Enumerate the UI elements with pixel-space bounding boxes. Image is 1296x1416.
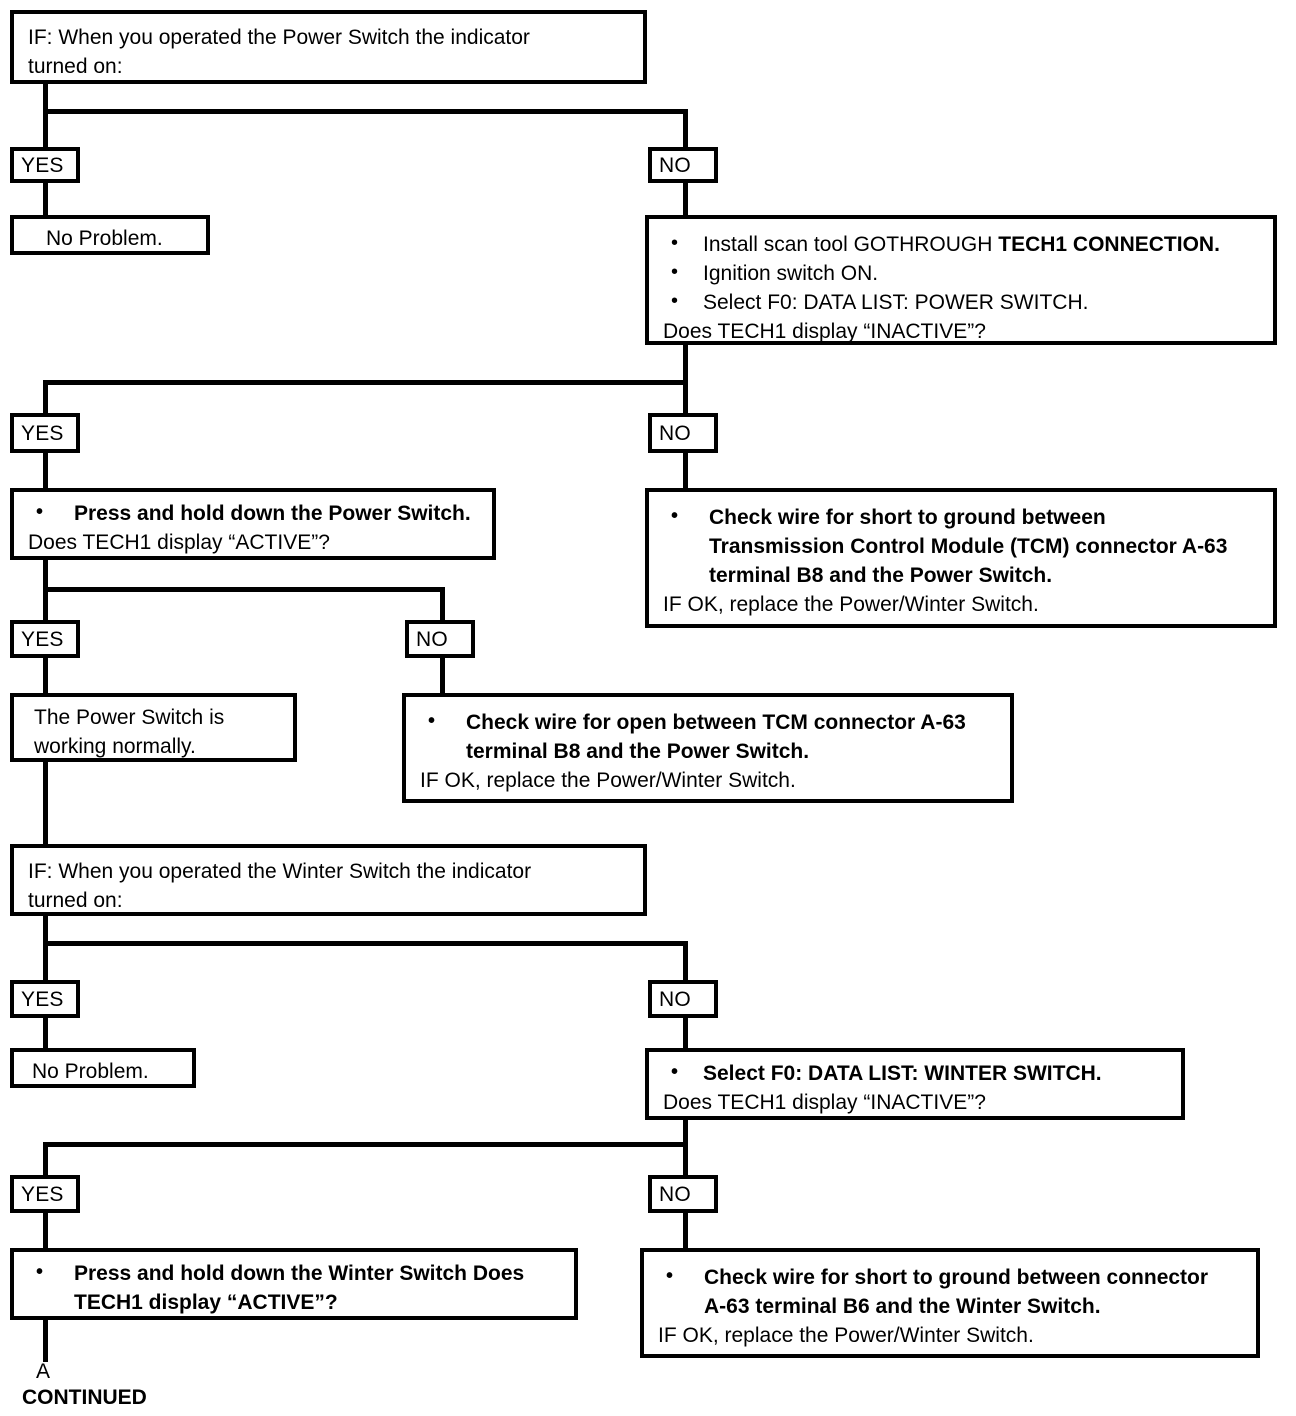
label-q5-no: NO [648, 1175, 718, 1213]
connector-q5-no-drop [683, 1142, 688, 1175]
short-winter-bullet-1: Check wire for short to ground between c… [658, 1263, 1244, 1293]
node-check-short-ground-power: Check wire for short to ground between T… [645, 488, 1277, 628]
press-power-bullet: Press and hold down the Power Switch. [28, 499, 480, 529]
label-q4-no-text: NO [659, 987, 691, 1011]
tech1-question: Does TECH1 display “INACTIVE”? [663, 319, 986, 343]
label-q3-yes-text: YES [21, 627, 64, 651]
node-question-winter-indicator: IF: When you operated the Winter Switch … [10, 844, 647, 916]
connector-q4-bus [43, 941, 688, 946]
label-q5-yes-text: YES [21, 1182, 64, 1206]
connector-q4-no-drop [683, 941, 688, 980]
connector-normal-to-q4 [43, 762, 48, 844]
short-power-bullet-3: terminal B8 and the Power Switch. [709, 563, 1053, 587]
q4-line2: turned on: [28, 888, 123, 912]
connector-q3-no-to-open [440, 658, 445, 693]
terminal-a-label: A [36, 1360, 51, 1383]
label-q5-yes: YES [10, 1175, 80, 1213]
label-q1-yes: YES [10, 147, 80, 183]
connector-q1-no-to-tech1 [683, 183, 688, 215]
connector-q1-yes-to-noproblem [43, 183, 48, 215]
connector-q2-no-drop [683, 380, 688, 413]
node-no-problem-winter: No Problem. [10, 1048, 196, 1088]
label-q1-no-text: NO [659, 153, 691, 177]
node-question-power-indicator: IF: When you operated the Power Switch t… [10, 10, 647, 84]
node-press-hold-winter-switch: Press and hold down the Winter Switch Do… [10, 1248, 578, 1320]
short-winter-bullet-2: A-63 terminal B6 and the Winter Switch. [704, 1294, 1101, 1318]
node-no-problem-power: No Problem. [10, 215, 210, 255]
working-normally-line2: working normally. [34, 734, 196, 758]
winter-data-bullet: Select F0: DATA LIST: WINTER SWITCH. [663, 1059, 1169, 1089]
node-winter-data-list: Select F0: DATA LIST: WINTER SWITCH. Doe… [645, 1048, 1185, 1120]
tech1-bullet-3: Select F0: DATA LIST: POWER SWITCH. [663, 288, 1261, 318]
press-winter-bullet-2: TECH1 display “ACTIVE”? [74, 1290, 338, 1314]
connector-q3-yes-drop [43, 587, 48, 620]
short-winter-question: IF OK, replace the Power/Winter Switch. [658, 1323, 1034, 1347]
connector-q2-stem [683, 345, 688, 385]
label-q2-yes: YES [10, 413, 80, 453]
short-power-bullet-2: Transmission Control Module (TCM) connec… [709, 534, 1228, 558]
label-q1-no: NO [648, 147, 718, 183]
open-power-bullet-2: terminal B8 and the Power Switch. [466, 739, 810, 763]
short-power-question: IF OK, replace the Power/Winter Switch. [663, 592, 1039, 616]
label-q1-yes-text: YES [21, 153, 64, 177]
node-power-switch-working-normally: The Power Switch is working normally. [10, 693, 297, 762]
node-check-open-power: Check wire for open between TCM connecto… [402, 693, 1014, 803]
label-q5-no-text: NO [659, 1182, 691, 1206]
connector-q5-stem [683, 1120, 688, 1155]
tech1-bullet-2: Ignition switch ON. [663, 259, 1261, 289]
tech1-bullet-1: Install scan tool GOTHROUGH TECH1 CONNEC… [663, 230, 1261, 260]
node-check-short-ground-winter: Check wire for short to ground between c… [640, 1248, 1260, 1358]
label-q3-yes: YES [10, 620, 80, 658]
press-power-question: Does TECH1 display “ACTIVE”? [28, 530, 330, 554]
connector-q4-stem [43, 916, 48, 946]
label-q2-no-text: NO [659, 421, 691, 445]
connector-q4-yes-drop [43, 941, 48, 980]
connector-q5-yes-drop [43, 1142, 48, 1175]
connector-q2-bus [43, 380, 688, 385]
connector-q4-no-to-winterdata [683, 1018, 688, 1048]
connector-q3-no-drop [440, 587, 445, 620]
no-problem-winter-text: No Problem. [32, 1060, 149, 1083]
press-winter-bullet-1: Press and hold down the Winter Switch Do… [28, 1259, 562, 1289]
tech1-bullet-1-pre: Install scan tool GOTHROUGH [703, 233, 999, 256]
label-q2-no: NO [648, 413, 718, 453]
label-q4-no: NO [648, 980, 718, 1018]
connector-q3-bus [43, 587, 445, 592]
connector-q4-yes-to-noproblem [43, 1018, 48, 1048]
connector-q1-bus [43, 109, 688, 114]
open-power-question: IF OK, replace the Power/Winter Switch. [420, 768, 796, 792]
terminal-continued-label: CONTINUED [22, 1386, 147, 1409]
open-power-bullet-1: Check wire for open between TCM connecto… [420, 708, 998, 738]
connector-q1-no-drop [683, 109, 688, 147]
connector-q1-yes-drop [43, 109, 48, 147]
q1-line1: IF: When you operated the Power Switch t… [28, 26, 530, 49]
label-q4-yes-text: YES [21, 987, 64, 1011]
no-problem-power-text: No Problem. [46, 227, 163, 250]
short-power-bullet-1: Check wire for short to ground between [663, 503, 1261, 533]
winter-data-question: Does TECH1 display “INACTIVE”? [663, 1090, 986, 1114]
tech1-bullet-1-bold: TECH1 CONNECTION. [998, 233, 1220, 256]
label-q4-yes: YES [10, 980, 80, 1018]
q4-line1: IF: When you operated the Winter Switch … [28, 860, 532, 883]
connector-q2-no-to-short [683, 453, 688, 488]
q1-line2: turned on: [28, 54, 123, 78]
connector-q5-no-to-short-winter [683, 1213, 688, 1248]
connector-q3-yes-to-normal [43, 658, 48, 693]
connector-q2-yes-to-press [43, 453, 48, 488]
node-tech1-connection-steps: Install scan tool GOTHROUGH TECH1 CONNEC… [645, 215, 1277, 345]
label-q3-no: NO [405, 620, 475, 658]
connector-q5-bus [43, 1142, 688, 1147]
working-normally-line1: The Power Switch is [34, 706, 225, 729]
connector-q5-yes-to-press-winter [43, 1213, 48, 1248]
connector-to-terminal-a [43, 1320, 48, 1362]
node-press-hold-power-switch: Press and hold down the Power Switch. Do… [10, 488, 496, 560]
connector-q3-stem [43, 560, 48, 592]
connector-q1-stem [43, 84, 48, 112]
label-q2-yes-text: YES [21, 421, 64, 445]
connector-q2-yes-drop [43, 380, 48, 413]
label-q3-no-text: NO [416, 627, 448, 651]
